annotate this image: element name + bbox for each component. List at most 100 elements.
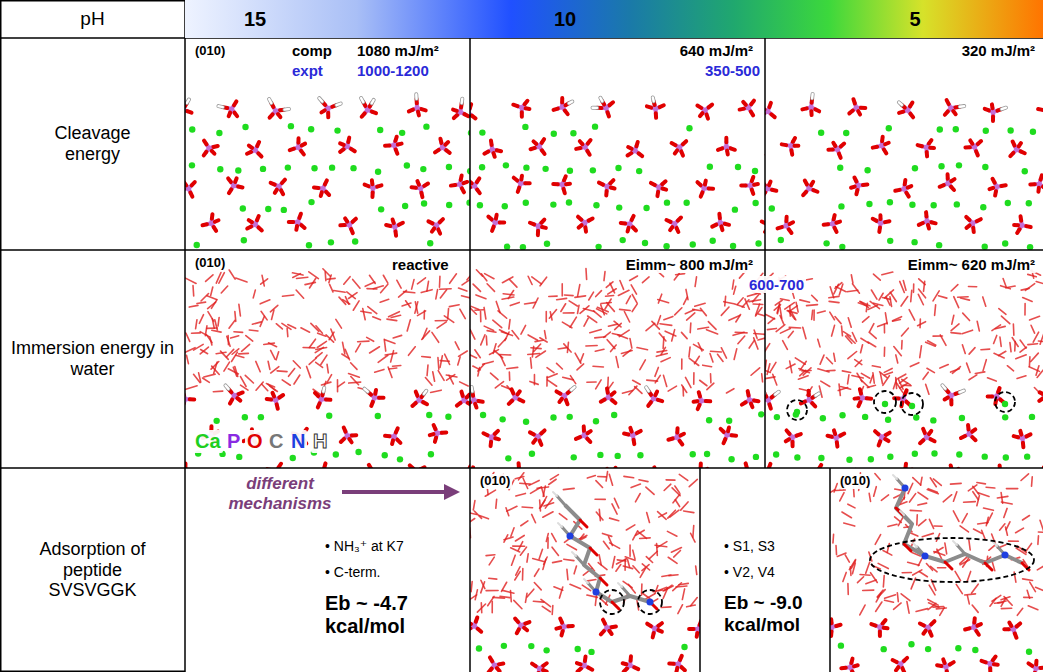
oxygen-atom — [873, 145, 877, 150]
water-molecule — [608, 324, 617, 326]
water-molecule — [561, 304, 566, 312]
water-molecule — [940, 364, 948, 368]
oxygen-atom — [204, 141, 207, 145]
water-molecule — [564, 294, 573, 296]
water-molecule — [1028, 274, 1037, 276]
oxygen-atom — [477, 190, 480, 194]
oxygen-atom — [811, 182, 813, 185]
hydrogen-outline — [218, 104, 222, 109]
water-molecule — [632, 304, 637, 312]
water-molecule — [954, 297, 959, 308]
water-molecule — [387, 319, 397, 320]
hydrogen-atom — [652, 98, 655, 102]
oxygen-atom — [666, 220, 670, 222]
water-molecule — [977, 321, 979, 331]
water-molecule — [404, 292, 415, 293]
oxygen-atom — [611, 188, 615, 189]
water-molecule — [196, 320, 197, 329]
calcium-ion — [868, 456, 874, 462]
calcium-ion — [913, 414, 919, 420]
oxygen-atom — [279, 395, 283, 397]
hydrogen-atom — [337, 104, 341, 106]
calcium-ion — [597, 452, 603, 458]
oxygen-atom — [966, 225, 969, 227]
oxygen-atom — [424, 183, 428, 185]
oxygen-atom — [249, 220, 252, 222]
calcium-ion — [477, 202, 483, 208]
calcium-ion — [611, 412, 617, 418]
oxygen-atom — [1014, 436, 1018, 437]
calcium-ion — [334, 127, 340, 133]
oxygen-atom — [238, 184, 242, 189]
water-molecule — [780, 316, 784, 324]
water-molecule — [455, 342, 459, 350]
hydrogen-outline — [414, 94, 418, 98]
water-molecule — [200, 347, 208, 354]
water-molecule — [684, 297, 688, 304]
oxygen-atom — [621, 221, 625, 225]
calcium-ion — [542, 166, 548, 172]
oxygen-atom — [639, 153, 643, 156]
water-molecule — [393, 335, 401, 338]
water-molecule — [732, 280, 733, 289]
oxygen-atom — [993, 191, 998, 195]
oxygen-atom — [565, 111, 568, 115]
calcium-ion — [308, 199, 314, 205]
calcium-ion — [637, 452, 643, 458]
oxygen-atom — [660, 105, 664, 107]
oxygen-atom — [856, 190, 857, 194]
oxygen-atom — [301, 151, 304, 155]
oxygen-atom — [678, 218, 681, 221]
oxygen-atom — [500, 221, 504, 225]
phosphate-group — [672, 141, 687, 155]
water-molecule — [1021, 288, 1029, 290]
hydrogen-outline — [364, 389, 367, 392]
water-molecule — [910, 363, 919, 367]
oxygen-atom — [731, 148, 735, 150]
phosphate-group — [340, 138, 355, 152]
oxygen-atom — [797, 434, 801, 436]
oxygen-atom — [435, 438, 436, 442]
oxygen-atom — [867, 396, 871, 400]
oxygen-atom — [290, 149, 294, 150]
calcium-ion — [909, 202, 915, 208]
water-molecule — [509, 320, 510, 329]
water-molecule — [767, 364, 770, 375]
water-molecule — [588, 316, 597, 322]
oxygen-atom — [905, 390, 907, 394]
water-molecule — [345, 297, 348, 305]
water-molecule — [186, 333, 190, 341]
oxygen-atom — [560, 98, 564, 102]
water-molecule — [961, 298, 970, 300]
calcium-ion — [956, 451, 962, 457]
oxygen-atom — [509, 401, 512, 404]
phosphate-group — [786, 430, 801, 446]
water-molecule — [962, 345, 965, 354]
oxygen-atom — [827, 434, 831, 439]
water-molecule — [503, 294, 514, 295]
oxygen-atom — [519, 176, 524, 180]
calcium-ion — [794, 454, 800, 460]
calcium-ion — [352, 238, 358, 244]
water-molecule — [665, 331, 676, 336]
water-molecule — [246, 336, 253, 342]
water-molecule — [952, 315, 954, 324]
water-molecule — [578, 305, 579, 313]
oxygen-atom — [803, 192, 806, 195]
water-molecule — [535, 340, 543, 341]
oxygen-atom — [213, 146, 217, 147]
water-molecule — [830, 312, 835, 320]
water-molecule — [536, 351, 546, 357]
oxygen-atom — [432, 228, 434, 231]
water-molecule — [547, 374, 557, 378]
water-molecule — [700, 308, 706, 315]
oxygen-atom — [396, 149, 398, 153]
water-molecule — [425, 378, 432, 386]
oxygen-atom — [1010, 153, 1013, 156]
oxygen-atom — [294, 226, 299, 230]
calcium-ion — [242, 124, 248, 130]
phosphate-group — [803, 181, 817, 196]
water-molecule — [307, 366, 311, 377]
water-molecule — [700, 380, 707, 385]
oxygen-atom — [879, 441, 881, 445]
